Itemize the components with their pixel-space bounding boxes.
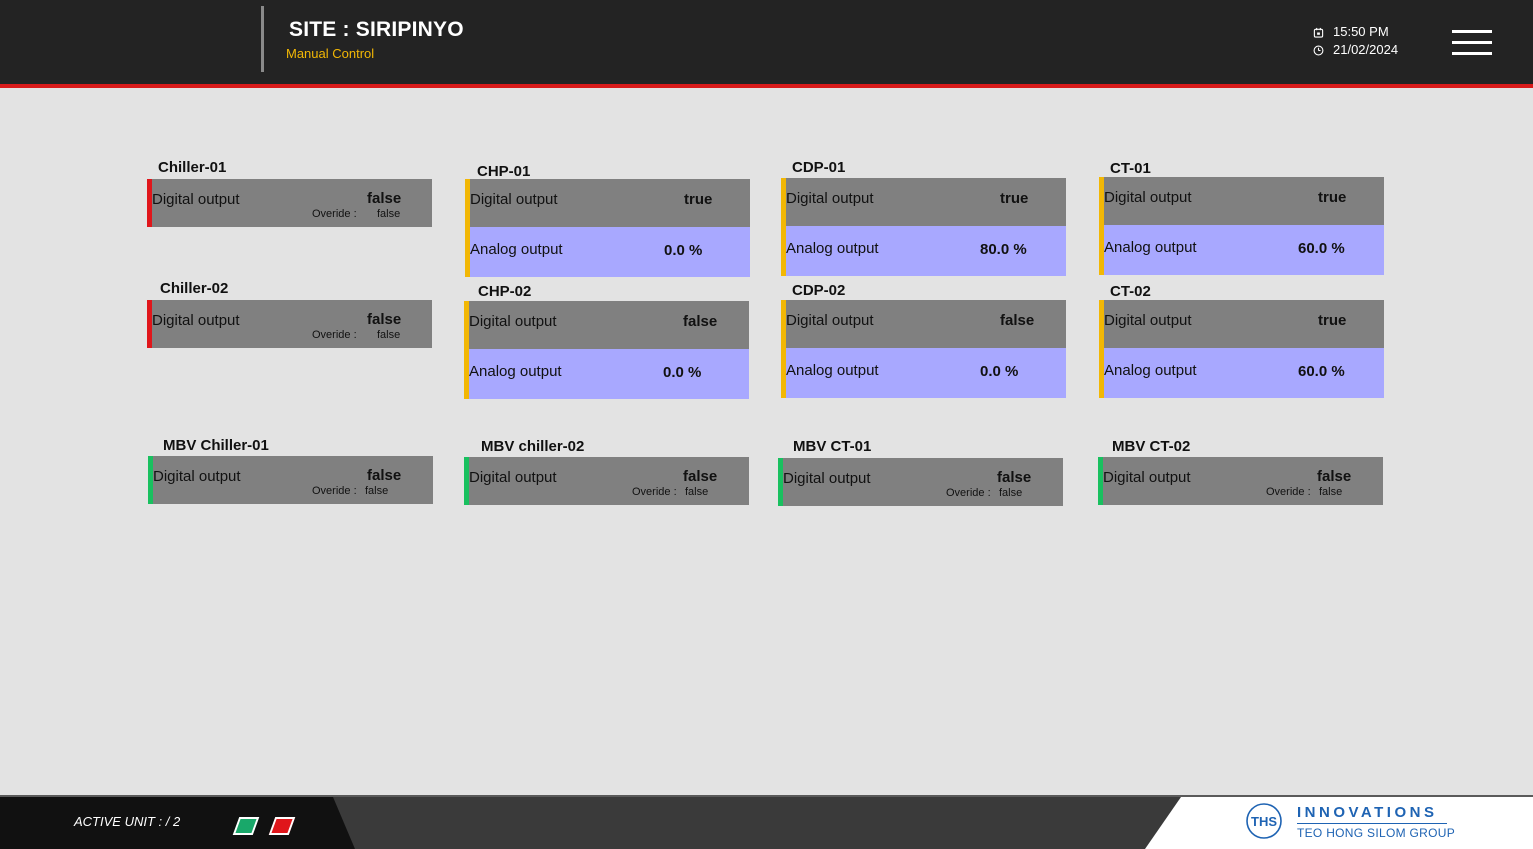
unit-title: CDP-02 [792, 282, 846, 299]
top-header-bar: SITE : SIRIPINYO Manual Control 15:50 PM… [0, 0, 1533, 88]
analog-output-label: Analog output [469, 363, 562, 380]
digital-output-label: Digital output [1104, 189, 1192, 206]
override-label: Overide : [1266, 486, 1311, 498]
digital-output-value: true [1318, 189, 1347, 206]
digital-output-row[interactable]: Digital output false [464, 301, 749, 349]
digital-output-value: true [1000, 190, 1029, 207]
override-label: Overide : [632, 486, 677, 498]
unit-title: Chiller-02 [160, 280, 229, 297]
digital-output-row[interactable]: Digital output true [465, 179, 750, 227]
digital-output-value: false [367, 311, 402, 328]
brand-divider [1297, 823, 1447, 824]
digital-output-row[interactable]: Digital output true [1099, 177, 1384, 225]
override-value: false [685, 486, 709, 498]
analog-output-row[interactable]: Analog output 0.0 % [464, 349, 749, 399]
unit-title: CT-01 [1110, 160, 1151, 177]
digital-output-value: false [367, 190, 402, 207]
digital-output-label: Digital output [470, 191, 558, 208]
footer-bar: ACTIVE UNIT : / 2 THS INNOVATIONS TEO HO… [0, 795, 1533, 849]
unit-title: MBV CT-01 [793, 438, 872, 455]
digital-output-label: Digital output [152, 312, 240, 329]
analog-output-label: Analog output [786, 240, 879, 257]
digital-output-label: Digital output [469, 313, 557, 330]
override-value: false [377, 329, 401, 341]
unit-title: MBV CT-02 [1112, 438, 1191, 455]
header-divider [261, 6, 264, 72]
analog-output-row[interactable]: Analog output 0.0 % [781, 348, 1066, 398]
ths-logo: THS [1246, 803, 1282, 839]
digital-output-value: true [684, 191, 713, 208]
analog-output-label: Analog output [1104, 362, 1197, 379]
override-label: Overide : [312, 485, 357, 497]
digital-output-value: false [683, 313, 718, 330]
hamburger-menu-icon[interactable] [1452, 30, 1492, 56]
digital-output-row[interactable]: Digital output true [781, 178, 1066, 226]
unit-title: CT-02 [1110, 283, 1151, 300]
override-value: false [377, 208, 401, 220]
time-text: 15:50 PM [1333, 24, 1389, 39]
digital-output-value: false [1000, 312, 1035, 329]
digital-output-label: Digital output [786, 190, 874, 207]
datetime-display: 15:50 PM 21/02/2024 [1313, 23, 1398, 59]
digital-output-value: false [997, 469, 1032, 486]
digital-output-label: Digital output [469, 469, 557, 486]
page-subtitle: Manual Control [286, 46, 375, 61]
analog-output-label: Analog output [786, 362, 879, 379]
digital-output-value: false [683, 468, 718, 485]
digital-output-label: Digital output [786, 312, 874, 329]
digital-output-row[interactable]: Digital output true [1099, 300, 1384, 348]
analog-output-row[interactable]: Analog output 60.0 % [1099, 348, 1384, 398]
site-title: SITE : SIRIPINYO [289, 18, 464, 41]
svg-text:THS: THS [1251, 814, 1277, 829]
digital-output-value: false [1317, 468, 1352, 485]
analog-output-value: 0.0 % [664, 242, 703, 259]
brand-group-name: TEO HONG SILOM GROUP [1297, 826, 1456, 840]
override-label: Overide : [946, 487, 991, 499]
unit-title: CHP-01 [477, 163, 531, 180]
clock-icon [1313, 45, 1324, 55]
analog-output-value: 0.0 % [980, 363, 1019, 380]
override-value: false [365, 485, 389, 497]
analog-output-label: Analog output [470, 241, 563, 258]
analog-output-value: 60.0 % [1298, 240, 1345, 257]
digital-output-row[interactable]: Digital output false [781, 300, 1066, 348]
analog-output-row[interactable]: Analog output 60.0 % [1099, 225, 1384, 275]
override-label: Overide : [312, 208, 357, 220]
unit-title: MBV Chiller-01 [163, 437, 269, 454]
digital-output-value: true [1318, 312, 1347, 329]
override-label: Overide : [312, 329, 357, 341]
analog-output-value: 80.0 % [980, 241, 1027, 258]
analog-output-value: 0.0 % [663, 364, 702, 381]
analog-output-row[interactable]: Analog output 0.0 % [465, 227, 750, 277]
analog-output-row[interactable]: Analog output 80.0 % [781, 226, 1066, 276]
analog-output-label: Analog output [1104, 239, 1197, 256]
override-value: false [999, 487, 1023, 499]
digital-output-label: Digital output [1104, 312, 1192, 329]
digital-output-value: false [367, 467, 402, 484]
override-value: false [1319, 486, 1343, 498]
analog-output-value: 60.0 % [1298, 363, 1345, 380]
date-text: 21/02/2024 [1333, 42, 1399, 57]
active-unit-text: ACTIVE UNIT : / 2 [74, 814, 181, 829]
unit-title: CHP-02 [478, 283, 532, 300]
digital-output-label: Digital output [153, 468, 241, 485]
unit-title: CDP-01 [792, 159, 846, 176]
digital-output-label: Digital output [1103, 469, 1191, 486]
digital-output-label: Digital output [152, 191, 240, 208]
unit-title: Chiller-01 [158, 159, 227, 176]
digital-output-label: Digital output [783, 470, 871, 487]
footer-status-panel [0, 797, 355, 849]
unit-title: MBV chiller-02 [481, 438, 585, 455]
brand-name: INNOVATIONS [1297, 804, 1438, 821]
calendar-icon [1313, 27, 1324, 38]
